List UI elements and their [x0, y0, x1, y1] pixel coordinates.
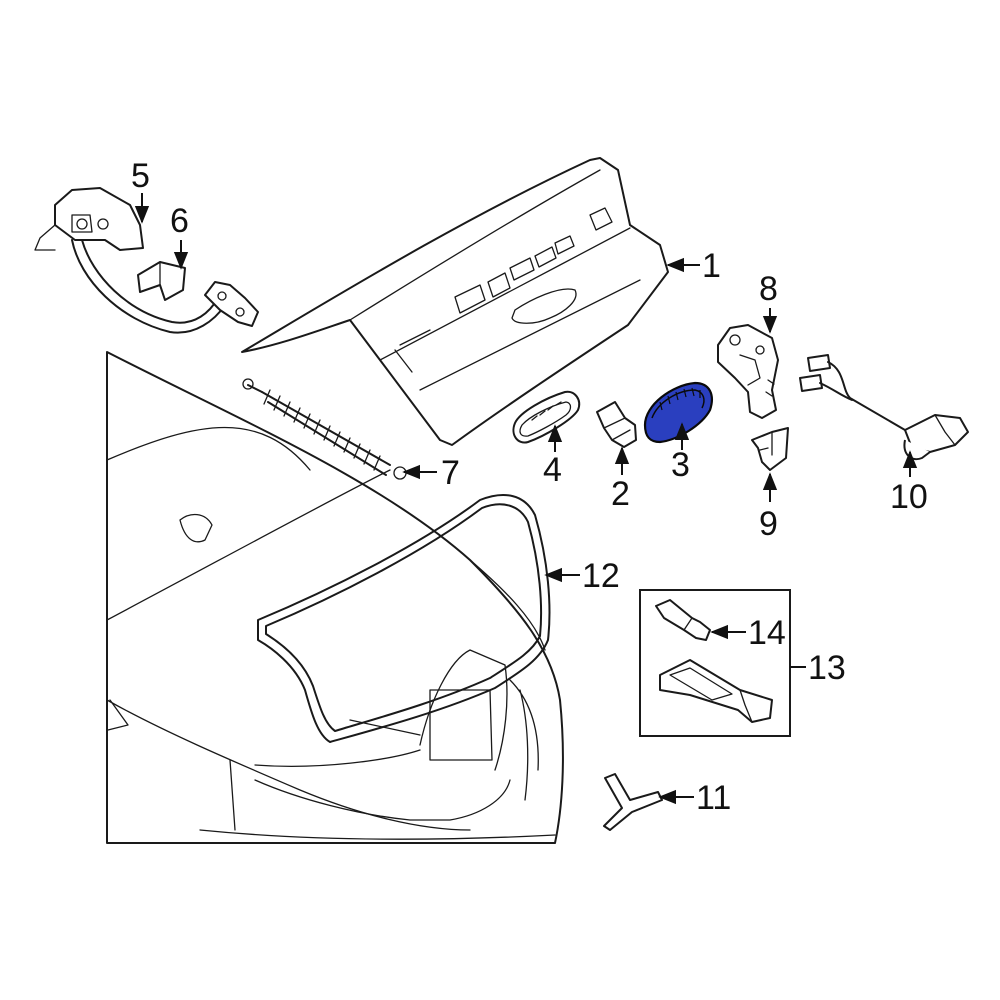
part-1-trunk-lid[interactable]: [241, 157, 669, 446]
callout-4: 4: [543, 451, 562, 489]
leader-lines: [134, 193, 918, 805]
callout-2: 2: [611, 475, 630, 513]
part-5-hinge[interactable]: [34, 187, 259, 334]
vehicle-body: [106, 351, 564, 844]
part-7-torsion-spring[interactable]: [242, 378, 407, 480]
callout-1: 1: [702, 247, 721, 285]
part-2-cap[interactable]: [596, 401, 637, 448]
part-3-highlighted-switch[interactable]: [643, 381, 713, 444]
callout-10: 10: [890, 478, 928, 516]
callout-11: 11: [696, 779, 731, 817]
part-13-lamp-assembly[interactable]: [639, 589, 791, 737]
part-8-latch[interactable]: [717, 324, 779, 419]
callout-13: 13: [808, 649, 846, 687]
part-4-release-switch[interactable]: [512, 390, 581, 444]
callout-14: 14: [748, 614, 786, 652]
callout-7: 7: [441, 454, 460, 492]
part-6-bracket[interactable]: [137, 261, 186, 301]
part-9-bracket[interactable]: [751, 427, 789, 471]
part-12-weatherstrip[interactable]: [257, 494, 551, 743]
callout-12: 12: [582, 557, 620, 595]
callout-labels: 1 2 3 4 5 6 7 8 9 10 11 12 13 14: [131, 157, 928, 817]
callout-3: 3: [671, 446, 690, 484]
callout-9: 9: [759, 505, 778, 543]
callout-8: 8: [759, 270, 778, 308]
part-10-harness[interactable]: [799, 354, 969, 460]
callout-5: 5: [131, 157, 150, 195]
callout-6: 6: [170, 202, 189, 240]
part-14-bulb[interactable]: [655, 599, 711, 641]
part-11-clip[interactable]: [603, 773, 663, 831]
